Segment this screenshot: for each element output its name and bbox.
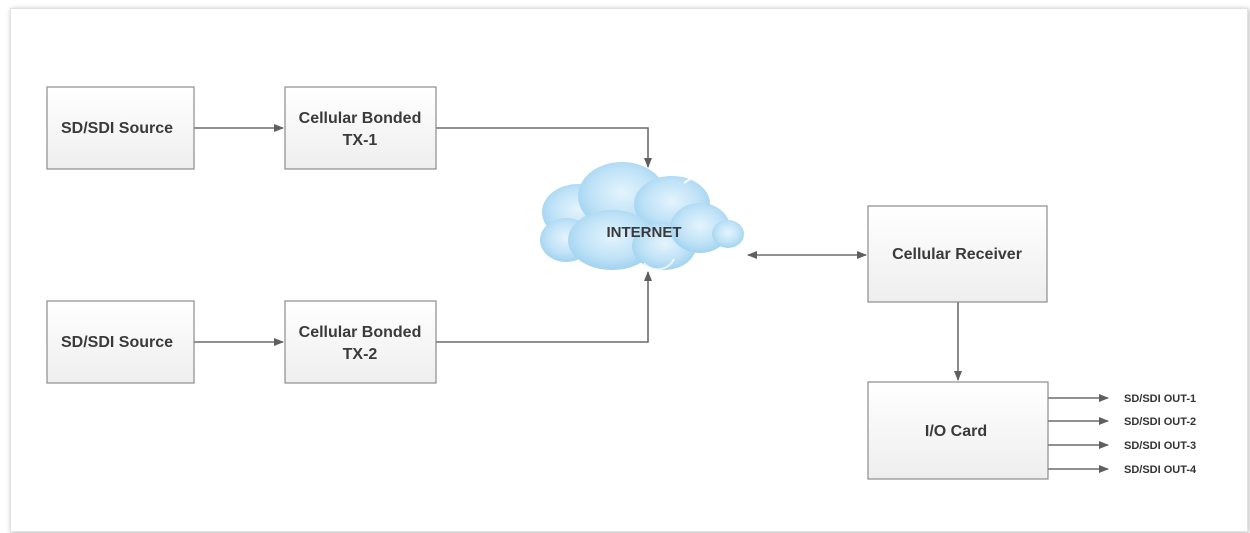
- transmitter-2-label-line1: Cellular Bonded: [299, 324, 422, 341]
- output-labels: SD/SDI OUT-1 SD/SDI OUT-2 SD/SDI OUT-3 S…: [1124, 393, 1197, 476]
- source-label-2: SD/SDI Source: [61, 334, 173, 351]
- source-box-2: SD/SDI Source: [46, 300, 195, 384]
- transmitter-1-label-line2: TX-1: [343, 132, 378, 149]
- receiver-label: Cellular Receiver: [892, 246, 1022, 263]
- internet-cloud: INTERNET: [540, 162, 744, 271]
- connectors: [194, 124, 1109, 473]
- output-label-3: SD/SDI OUT-3: [1124, 440, 1196, 452]
- output-label-1: SD/SDI OUT-1: [1124, 393, 1196, 405]
- output-label-2: SD/SDI OUT-2: [1124, 416, 1196, 428]
- receiver-box: Cellular Receiver: [867, 205, 1048, 303]
- cloud-icon: [540, 162, 744, 270]
- transmitter-box-1: Cellular Bonded TX-1: [284, 86, 437, 170]
- source-label-1: SD/SDI Source: [61, 120, 173, 137]
- transmitter-2-label-line2: TX-2: [343, 346, 378, 363]
- source-box-1: SD/SDI Source: [46, 86, 195, 170]
- io-card-box: I/O Card: [867, 381, 1049, 480]
- connector-tx2-internet: [436, 271, 652, 343]
- output-label-4: SD/SDI OUT-4: [1124, 464, 1197, 476]
- internet-label: INTERNET: [607, 224, 682, 241]
- transmitter-box-2: Cellular Bonded TX-2: [284, 300, 437, 384]
- transmitter-1-label-line1: Cellular Bonded: [299, 110, 422, 127]
- io-card-label: I/O Card: [925, 423, 987, 440]
- connector-tx1-internet: [436, 127, 652, 168]
